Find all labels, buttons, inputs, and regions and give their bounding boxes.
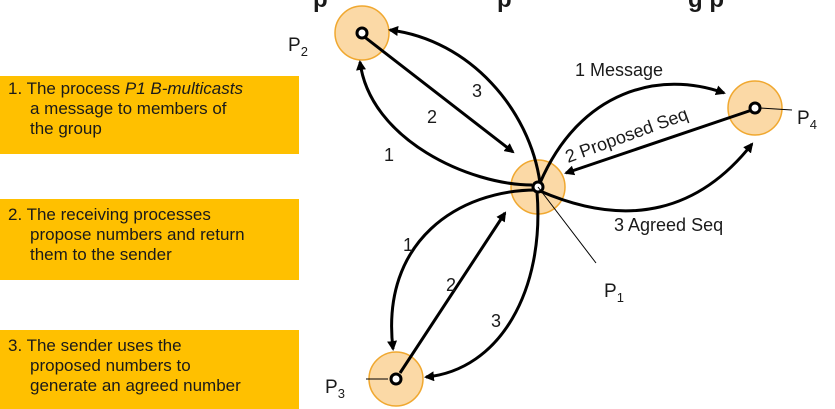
p2-step-2-label: 2	[427, 107, 437, 127]
step-1-line-3: the group	[30, 119, 102, 138]
arrow-p1-to-p4-agreed	[539, 142, 754, 213]
p2-label: P2	[288, 35, 308, 59]
p2-step-3-label: 3	[472, 81, 482, 101]
step-2-line-3: them to the sender	[30, 245, 172, 264]
p4-dot	[748, 101, 762, 115]
p2-dot	[355, 26, 369, 40]
p3-step-2-label: 2	[446, 275, 456, 295]
step-3-box: 3. The sender uses the proposed numbers …	[0, 330, 299, 409]
step-1-line-1: 1. The process P1 B-multicasts	[8, 79, 243, 98]
arrow-p1-to-p3-message	[387, 188, 537, 351]
step-3-line-3: generate an agreed number	[30, 376, 241, 395]
slide-title-fragment: p p g p	[0, 0, 835, 16]
step-2-line-2: propose numbers and return	[30, 225, 245, 244]
step-1-line-2: a message to members of	[30, 99, 227, 118]
arrow-p2-to-p1-proposed	[361, 33, 515, 154]
step-2-box: 2. The receiving processes propose numbe…	[0, 199, 299, 280]
arrow-p4-to-p1-proposed	[564, 108, 753, 176]
title-fragment: g p	[688, 0, 724, 14]
arrow-p3-to-p1-proposed	[398, 211, 507, 374]
arrow-p1-to-p4-message	[538, 82, 726, 184]
agreed-seq-label: 3 Agreed Seq	[614, 215, 723, 235]
p4-label: P4	[797, 108, 817, 132]
step-2-line-1: 2. The receiving processes	[8, 205, 211, 224]
p3-label: P3	[325, 377, 345, 401]
arrow-p1-to-p2-message	[356, 60, 533, 187]
proposed-seq-label: 2 Proposed Seq	[563, 104, 691, 167]
step-3-line-2: proposed numbers to	[30, 356, 191, 375]
p3-step-1-label: 1	[403, 235, 413, 255]
p3-step-3-label: 3	[491, 311, 501, 331]
p1-leader-line	[537, 186, 597, 264]
p4-leader-line	[759, 107, 793, 111]
p1-label: P1	[604, 281, 624, 305]
message-label: 1 Message	[575, 60, 663, 80]
step-1-box: 1. The process P1 B-multicasts a message…	[0, 76, 299, 154]
step-3-line-1: 3. The sender uses the	[8, 336, 182, 355]
p3-dot	[389, 372, 403, 386]
arrow-p1-to-p2-agreed	[388, 26, 542, 184]
p2-step-1-label: 1	[384, 145, 394, 165]
title-fragment: p	[497, 0, 512, 14]
title-fragment: p	[313, 0, 328, 14]
arrow-p1-to-p3-agreed	[424, 191, 540, 382]
